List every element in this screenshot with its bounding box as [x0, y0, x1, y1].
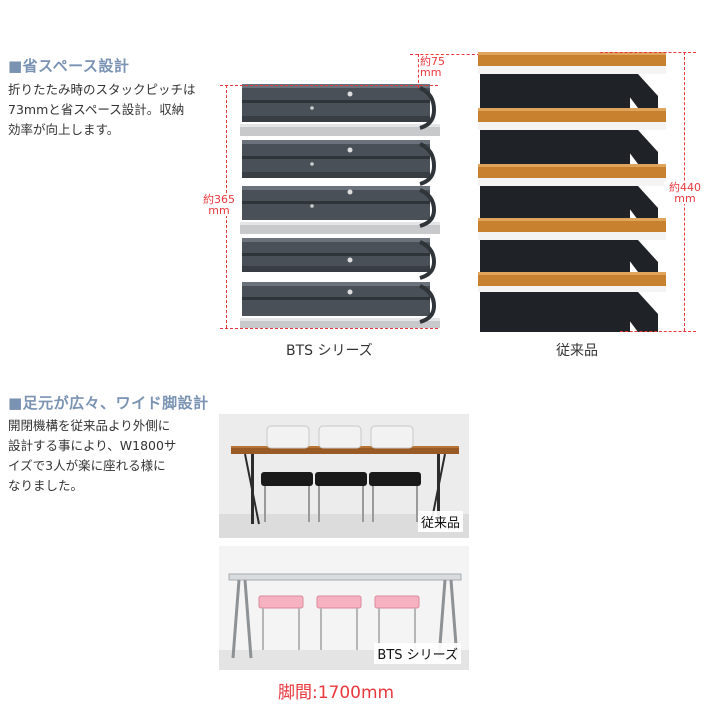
dim-value: 約440 — [669, 181, 701, 194]
bts-table-4 — [242, 238, 437, 280]
conventional-table-4 — [478, 218, 666, 272]
desc-line: イズで3人が楽に座れる様に — [8, 458, 166, 473]
conventional-table-3 — [478, 164, 666, 220]
desc-line: 73mmと省スペース設計。収納 — [8, 102, 185, 117]
bts-height-dimension: 約365 mm — [198, 194, 240, 216]
conventional-table-1 — [478, 52, 666, 108]
dim-value: 約365 — [203, 193, 235, 206]
desc-line: 設計する事により、W1800サ — [8, 438, 177, 453]
dim-unit: mm — [674, 192, 696, 205]
section1-heading: ■省スペース設計 — [8, 57, 130, 75]
conventional-table-5 — [478, 272, 666, 332]
leg-span-dimension: 脚間:1700mm — [278, 683, 395, 703]
pitch-line — [418, 54, 419, 88]
photo2-label: BTS シリーズ — [374, 643, 461, 664]
dim-value: 約75 — [420, 55, 445, 68]
section2-heading: ■足元が広々、ワイド脚設計 — [8, 394, 209, 412]
dim-unit: mm — [420, 66, 442, 79]
caption-conventional: 従来品 — [556, 343, 598, 359]
bts-bottom-guide — [220, 328, 438, 329]
bts-table-1 — [240, 84, 440, 136]
section1-description: 折りたたみ時のスタックピッチは 73mmと省スペース設計。収納 効率が向上します… — [8, 80, 223, 140]
dim-unit: mm — [208, 204, 230, 217]
bts-stack-illustration — [240, 84, 440, 328]
pitch-top-guide — [410, 54, 480, 55]
photo1-label: 従来品 — [417, 511, 463, 532]
section2-description: 開閉機構を従来品より外側に 設計する事により、W1800サ イズで3人が楽に座れ… — [8, 416, 220, 496]
bts-table-3 — [240, 186, 440, 234]
conventional-bottom-guide — [620, 331, 696, 332]
conventional-top-guide — [600, 52, 696, 53]
photo-conventional-table: 従来品 — [219, 414, 469, 538]
desc-line: 効率が向上します。 — [8, 122, 120, 137]
bts-top-guide — [220, 85, 438, 86]
caption-bts: BTS シリーズ — [286, 343, 373, 359]
bts-table-5 — [240, 282, 440, 328]
bts-table-2 — [242, 140, 437, 186]
photo-bts-table: BTS シリーズ — [219, 546, 469, 670]
conventional-height-dimension: 約440 mm — [664, 182, 706, 204]
pitch-dimension: 約75 mm — [420, 56, 456, 78]
desc-line: 開閉機構を従来品より外側に — [8, 418, 171, 433]
conventional-stack-illustration — [478, 52, 666, 332]
desc-line: なりました。 — [8, 478, 84, 493]
conventional-table-2 — [478, 108, 666, 164]
desc-line: 折りたたみ時のスタックピッチは — [8, 82, 196, 97]
